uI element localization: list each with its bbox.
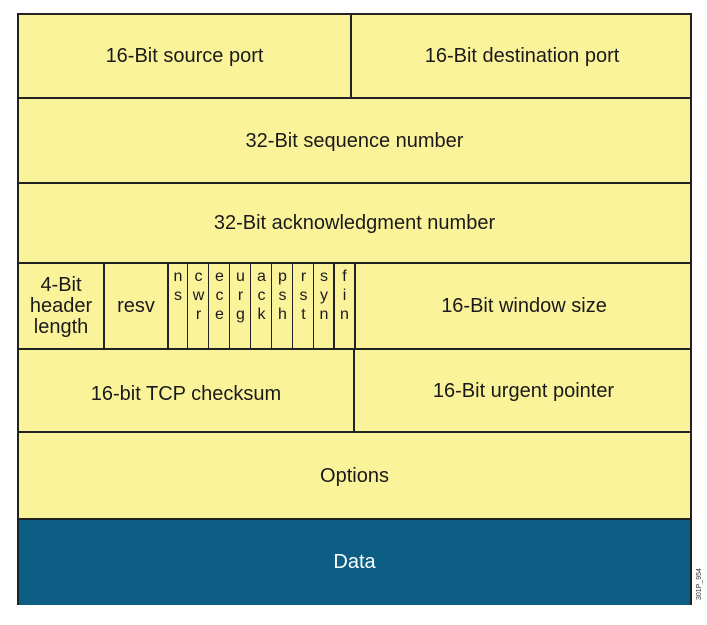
flag-letter: s xyxy=(299,287,308,304)
flag-letter: g xyxy=(236,306,245,323)
column-divider xyxy=(333,264,335,348)
flag-letter: c xyxy=(257,287,266,304)
column-divider xyxy=(103,264,105,348)
flag-letter: e xyxy=(215,306,224,323)
ack-number-field: 32-Bit acknowledgment number xyxy=(19,184,690,262)
window-size-label: 16-Bit window size xyxy=(441,295,607,317)
flag-letter: r xyxy=(237,287,244,304)
ack-number-label: 32-Bit acknowledgment number xyxy=(213,212,496,234)
column-divider xyxy=(167,264,169,348)
flag-letter: p xyxy=(278,268,287,285)
data-field: Data xyxy=(19,520,690,605)
row-divider xyxy=(19,348,690,350)
row-divider xyxy=(19,431,690,433)
options-field: Options xyxy=(19,433,690,518)
flag-letter: n xyxy=(340,306,349,323)
source-port-field: 16-Bit source port xyxy=(19,15,350,97)
header-length-line: header xyxy=(29,294,93,317)
flag-ece: e c e xyxy=(210,264,229,348)
flag-psh: p s h xyxy=(273,264,292,348)
flag-letter: i xyxy=(342,287,347,304)
flag-letter: y xyxy=(320,287,328,304)
flag-letter: a xyxy=(257,268,266,285)
flag-letter: f xyxy=(342,268,347,285)
figure-id: 301P_954 xyxy=(696,568,703,600)
flag-syn: s y n xyxy=(315,264,333,348)
flag-letter: s xyxy=(320,268,328,285)
row-divider xyxy=(19,97,690,99)
flag-letter: w xyxy=(192,287,205,304)
flag-ns: n s xyxy=(169,264,187,348)
flag-letter: c xyxy=(215,287,224,304)
flag-letter: e xyxy=(215,268,224,285)
row-divider xyxy=(19,262,690,264)
flag-letter: n xyxy=(319,306,329,323)
data-label: Data xyxy=(333,551,376,573)
destination-port-field: 16-Bit destination port xyxy=(352,15,692,97)
flag-divider xyxy=(292,264,293,348)
options-label: Options xyxy=(320,464,389,487)
header-length-line: 4-Bit xyxy=(40,273,82,296)
flag-letter: s xyxy=(278,287,287,304)
column-divider xyxy=(350,15,352,97)
flag-letter: r xyxy=(300,268,307,285)
urgent-pointer-label: 16-Bit urgent pointer xyxy=(432,379,615,402)
flag-letter: r xyxy=(195,306,202,323)
reserved-field: resv xyxy=(105,264,167,348)
checksum-label: 16-bit TCP checksum xyxy=(90,382,282,405)
flag-divider xyxy=(271,264,272,348)
flag-urg: u r g xyxy=(231,264,250,348)
flag-letter: n xyxy=(173,268,183,285)
column-divider xyxy=(353,350,355,431)
urgent-pointer-field: 16-Bit urgent pointer xyxy=(355,350,692,431)
flag-divider xyxy=(208,264,209,348)
checksum-field: 16-bit TCP checksum xyxy=(19,350,353,431)
row-divider xyxy=(19,518,690,520)
flag-letter: c xyxy=(194,268,203,285)
row-divider xyxy=(19,182,690,184)
tcp-header-diagram: 16-Bit source port 16-Bit destination po… xyxy=(17,13,692,605)
flag-letter: k xyxy=(257,306,266,323)
reserved-label: resv xyxy=(117,295,155,317)
flag-letter: u xyxy=(236,268,245,285)
flag-letter: t xyxy=(301,306,306,323)
flag-divider xyxy=(250,264,251,348)
flag-divider xyxy=(187,264,188,348)
header-length-line: length xyxy=(33,315,89,338)
flag-rst: r s t xyxy=(294,264,313,348)
sequence-number-label: 32-Bit sequence number xyxy=(245,129,464,152)
destination-port-label: 16-Bit destination port xyxy=(424,45,620,67)
flag-cwr: c w r xyxy=(189,264,208,348)
flag-letter: s xyxy=(174,287,182,304)
flag-letter: h xyxy=(278,306,287,323)
column-divider xyxy=(354,264,356,348)
sequence-number-field: 32-Bit sequence number xyxy=(19,99,690,182)
flag-divider xyxy=(229,264,230,348)
window-size-field: 16-Bit window size xyxy=(356,264,692,348)
flag-fin: f i n xyxy=(335,264,354,348)
flag-divider xyxy=(313,264,314,348)
header-length-field: 4-Bit header length xyxy=(19,264,103,348)
source-port-label: 16-Bit source port xyxy=(105,45,264,67)
flag-ack: a c k xyxy=(252,264,271,348)
